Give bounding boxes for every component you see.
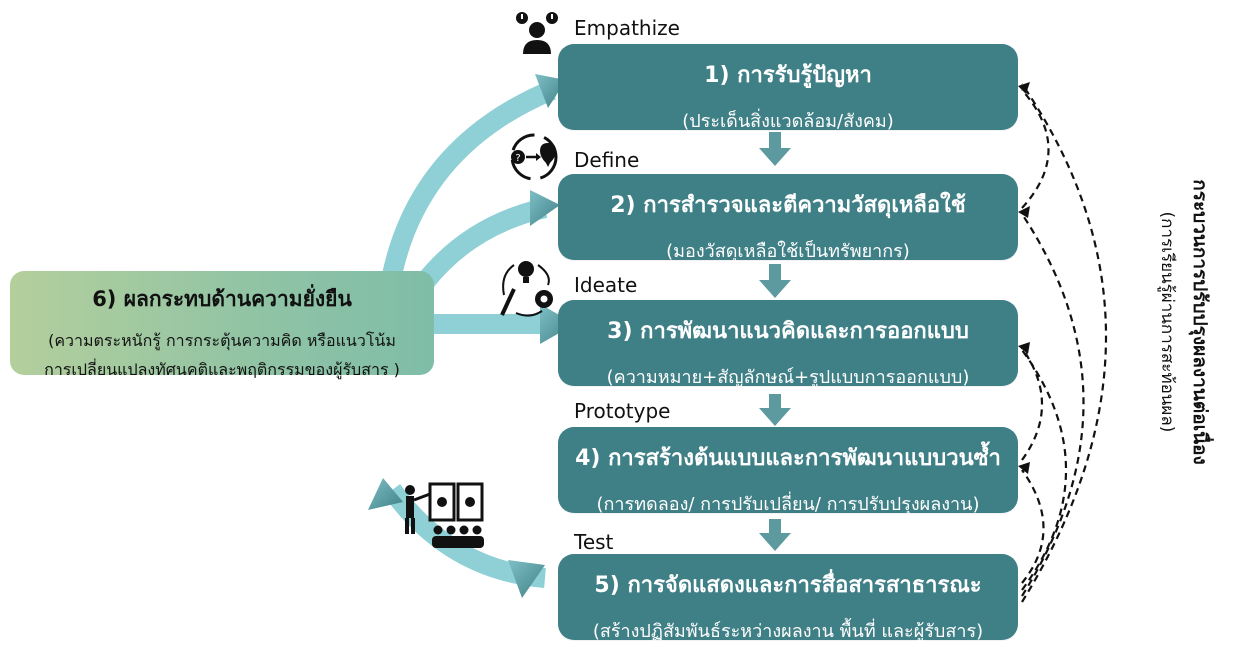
arrowhead-impact xyxy=(368,478,403,510)
feedback-caption: กระบวนการปรับปรุงผลงานต่อเนื่อง (การเรีย… xyxy=(1145,112,1215,532)
feedback-step5-to-step3 xyxy=(1021,349,1067,591)
feedback-step5-to-step2 xyxy=(1021,213,1085,597)
feedback-step2-to-step1 xyxy=(1021,89,1050,209)
stage-label-empathize: Empathize xyxy=(574,16,680,40)
step-5-title: 5) การจัดแสดงและการสื่อสารสาธารณะ xyxy=(594,573,982,598)
step-1-box: 1) การรับรู้ปัญหา (ประเด็นสิ่งแวดล้อม/สั… xyxy=(558,44,1018,132)
step-2-box: 2) การสำรวจและตีความวัสดุเหลือใช้ (มองวั… xyxy=(558,174,1018,262)
impact-description: (ความตระหนักรู้ การกระตุ้นความคิด หรือแน… xyxy=(10,326,434,384)
arrow-to-step2 xyxy=(417,198,548,289)
arrowhead-step3 xyxy=(540,304,575,344)
feedback-subtitle: (การเรียนรู้ผ่านการสะท้อนผล) xyxy=(1157,211,1177,433)
step-5-box: 5) การจัดแสดงและการสื่อสารสาธารณะ (สร้าง… xyxy=(558,554,1018,642)
impact-line-1: (ความตระหนักรู้ การกระตุ้นความคิด หรือแน… xyxy=(48,331,396,350)
feedback-arrowheads xyxy=(1018,82,1030,474)
step-4-title: 4) การสร้างต้นแบบและการพัฒนาแบบวนซ้ำ xyxy=(575,446,1001,471)
arrow-to-step1 xyxy=(382,80,556,278)
feedback-arrows xyxy=(1021,83,1107,603)
down-arrow-1 xyxy=(759,132,791,166)
down-arrow-3 xyxy=(759,394,791,426)
step-3-title: 3) การพัฒนาแนวคิดและการออกแบบ xyxy=(607,319,969,344)
step-4-box: 4) การสร้างต้นแบบและการพัฒนาแบบวนซ้ำ (กา… xyxy=(558,427,1018,515)
stage-label-define: Define xyxy=(574,148,640,172)
bulb-pencil-gear-icon xyxy=(500,261,553,317)
stage-label-test: Test xyxy=(574,530,614,554)
step-2-subtitle: (มองวัสดุเหลือใช้เป็นทรัพยากร) xyxy=(666,241,910,262)
step-5-subtitle: (สร้างปฏิสัมพันธ์ระหว่างผลงาน พื้นที่ แล… xyxy=(592,621,984,642)
down-arrow-4 xyxy=(759,519,791,551)
feedback-step5-to-step4 xyxy=(1021,469,1045,584)
question-to-check-cycle-icon: ? xyxy=(510,133,558,181)
arrow-heads xyxy=(368,74,575,598)
step-2-title: 2) การสำรวจและตีความวัสดุเหลือใช้ xyxy=(610,193,966,218)
step-1-title: 1) การรับรู้ปัญหา xyxy=(704,63,872,88)
down-arrow-2 xyxy=(759,264,791,298)
step-1-subtitle: (ประเด็นสิ่งแวดล้อม/สังคม) xyxy=(682,111,894,132)
stage-label-ideate: Ideate xyxy=(574,273,638,297)
impact-line-2: การเปลี่ยนแปลงทัศนคติและพฤติกรรมของผู้รั… xyxy=(44,360,400,379)
impact-title: 6) ผลกระทบด้านความยั่งยืน xyxy=(92,287,352,311)
stage-label-prototype: Prototype xyxy=(574,399,671,423)
feedback-title: กระบวนการปรับปรุงผลงานต่อเนื่อง xyxy=(1189,179,1211,465)
step-3-subtitle: (ความหมาย+สัญลักษณ์+รูปแบบการออกแบบ) xyxy=(606,367,970,388)
feedback-step5-to-step1 xyxy=(1021,83,1107,603)
step-4-subtitle: (การทดลอง/ การปรับเปลี่ยน/ การปรับปรุงผล… xyxy=(596,494,980,515)
arrowhead-step2 xyxy=(530,190,560,226)
impact-box: 6) ผลกระทบด้านความยั่งยืน (ความตระหนักรู… xyxy=(10,271,434,379)
down-arrows xyxy=(759,132,791,551)
step-3-box: 3) การพัฒนาแนวคิดและการออกแบบ (ความหมาย+… xyxy=(558,300,1018,388)
person-exclamation-icon xyxy=(516,12,558,54)
arrowhead-from-step5 xyxy=(508,560,545,598)
svg-text:?: ? xyxy=(515,153,520,164)
feedback-step4-to-step3 xyxy=(1021,347,1044,461)
presenter-audience-icon xyxy=(405,482,484,548)
